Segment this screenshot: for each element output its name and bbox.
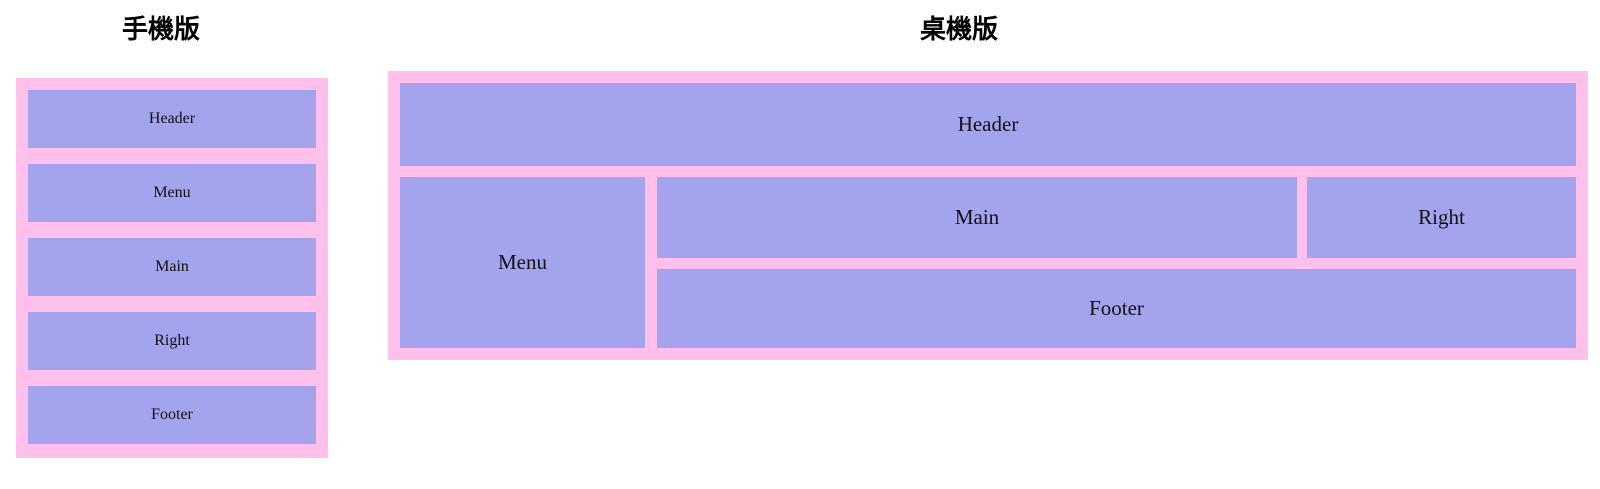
desktop-block-right-label: Right [1418,205,1465,229]
desktop-block-menu[interactable]: Menu [400,177,645,348]
desktop-block-right[interactable]: Right [1307,177,1576,258]
desktop-layout-wireframe: Header Menu Main Right Footer [388,71,1588,360]
mobile-block-right-label: Right [154,332,190,349]
mobile-block-right[interactable]: Right [28,312,316,370]
mobile-block-footer[interactable]: Footer [28,386,316,444]
desktop-section-title: 桌機版 [920,14,999,44]
mobile-block-main[interactable]: Main [28,238,316,296]
desktop-block-footer-label: Footer [1089,296,1144,320]
mobile-block-menu-label: Menu [153,184,191,201]
mobile-block-footer-label: Footer [151,406,193,423]
desktop-block-menu-label: Menu [498,250,547,274]
mobile-block-header[interactable]: Header [28,90,316,148]
mobile-block-menu[interactable]: Menu [28,164,316,222]
desktop-block-header-label: Header [957,112,1019,136]
mobile-block-main-label: Main [155,258,189,275]
mobile-layout-wireframe: Header Menu Main Right Footer [16,78,328,458]
mobile-block-header-label: Header [148,110,196,127]
desktop-block-footer[interactable]: Footer [657,269,1576,348]
desktop-block-header[interactable]: Header [400,83,1576,166]
mobile-section-title: 手機版 [122,14,201,44]
desktop-block-main-label: Main [954,205,1000,229]
desktop-block-main[interactable]: Main [657,177,1297,258]
